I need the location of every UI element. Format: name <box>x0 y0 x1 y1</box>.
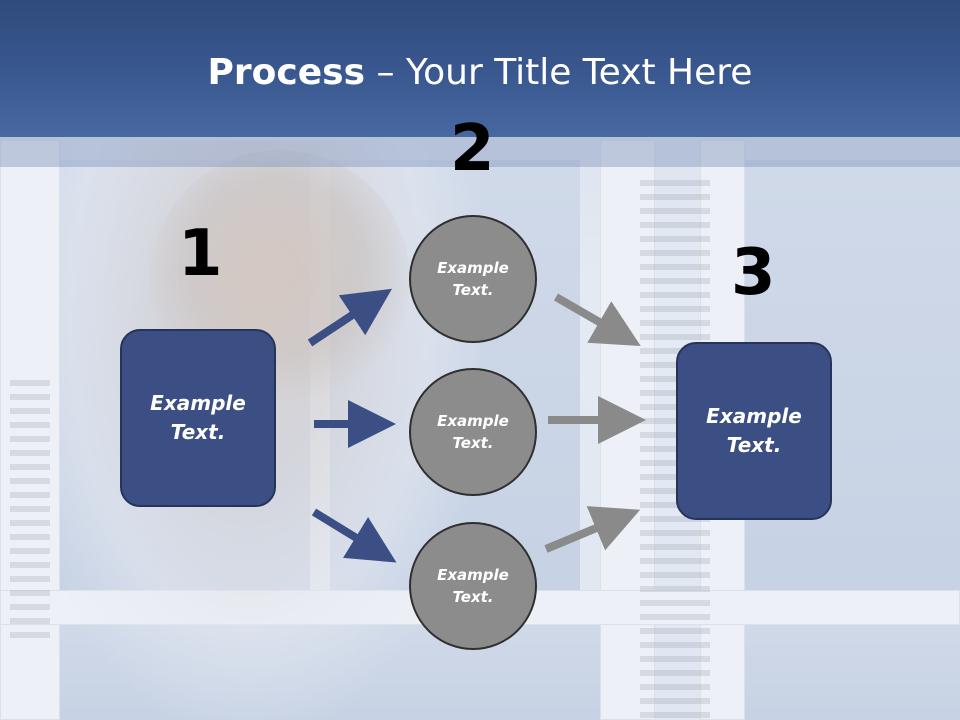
circle-top[interactable]: Example Text. <box>409 215 537 343</box>
header-strip <box>0 137 960 167</box>
right-step-box[interactable]: Example Text. <box>676 342 832 520</box>
step-number-1: 1 <box>178 217 223 291</box>
step-number-2: 2 <box>450 112 495 186</box>
title-bar <box>0 0 960 137</box>
step-number-3: 3 <box>731 236 776 310</box>
title-rest: – Your Title Text Here <box>365 52 753 93</box>
arrow-gray-down <box>553 293 641 347</box>
slide-title[interactable]: Process – Your Title Text Here <box>0 52 960 93</box>
circle-bottom[interactable]: Example Text. <box>409 522 537 650</box>
circle-middle[interactable]: Example Text. <box>409 368 537 496</box>
arrow-up-right <box>307 288 393 347</box>
left-step-box[interactable]: Example Text. <box>120 329 276 507</box>
arrow-gray-up <box>544 506 641 553</box>
arrow-down-right <box>311 508 397 563</box>
title-bold: Process <box>207 52 366 93</box>
